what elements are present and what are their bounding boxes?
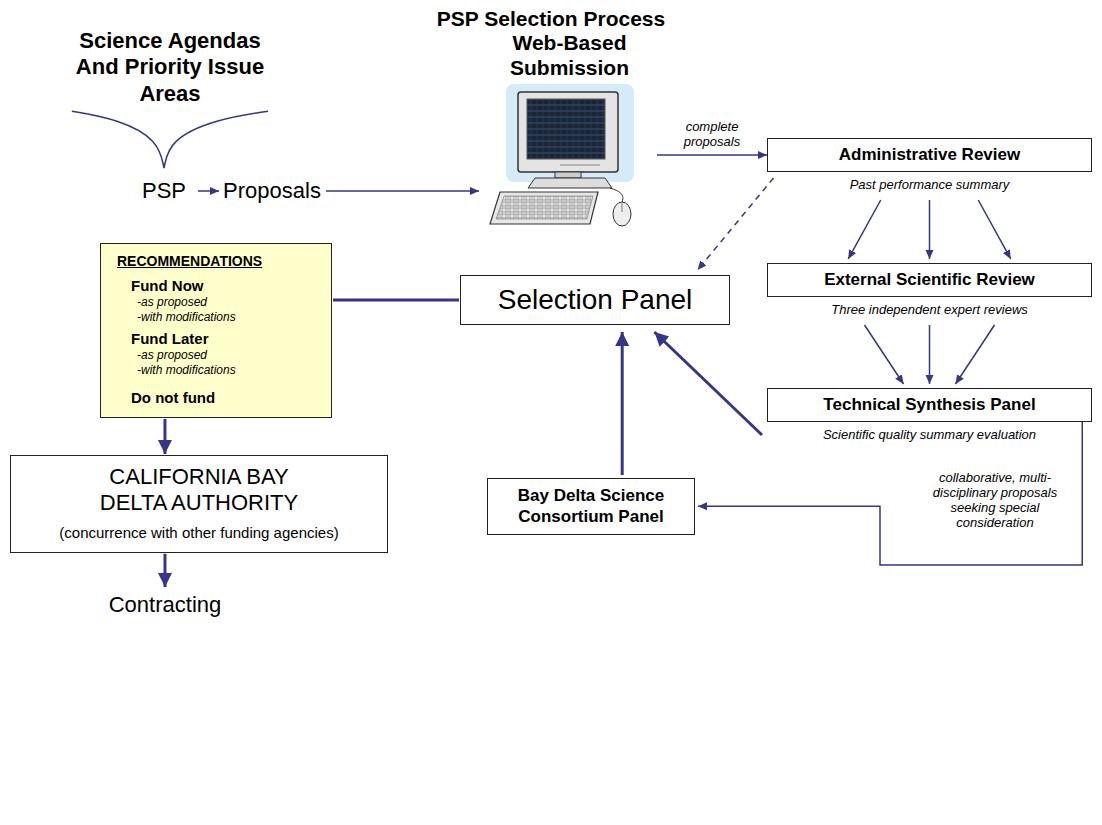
option-item: -as proposed <box>137 348 321 363</box>
option-item: -with modifications <box>137 363 321 378</box>
mouse <box>613 202 631 226</box>
box-note: (concurrence with other funding agencies… <box>19 523 379 542</box>
keyboard <box>490 192 598 224</box>
connector-arrow <box>929 200 931 259</box>
text-node: Proposals <box>222 176 322 206</box>
box-subtitle: Past performance summary <box>767 177 1092 193</box>
connector-arrow <box>163 419 166 454</box>
connector-arrow <box>654 332 762 435</box>
recommendations-box: RECOMMENDATIONSFund Now-as proposed-with… <box>100 243 332 418</box>
review-box: Administrative ReviewPast performance su… <box>767 138 1092 193</box>
node-text: Science Agendas And Priority Issue Areas <box>61 28 279 107</box>
node-text: Bay Delta Science Consortium Panel <box>509 485 674 528</box>
text-node: Contracting <box>103 590 228 620</box>
connector-arrow <box>929 325 931 384</box>
option-item: -as proposed <box>137 295 321 310</box>
box-heading: Technical Synthesis Panel <box>767 388 1092 422</box>
option-heading: Fund Now <box>131 276 321 295</box>
connector-arrow <box>163 554 166 587</box>
submission-computer: Web-Based Submission <box>482 30 657 235</box>
monitor-screen <box>527 99 605 159</box>
screen-glow <box>506 84 634 182</box>
node-text: PSP <box>134 176 194 206</box>
connector-arrow <box>198 190 219 192</box>
connector-arrow <box>621 332 624 475</box>
node-text: Selection Panel <box>461 276 729 324</box>
keyboard-keys <box>496 196 593 219</box>
node-text: Contracting <box>103 590 228 620</box>
node-text: Web-Based Submission <box>482 30 657 80</box>
connector-arrow <box>333 299 459 302</box>
text-node: PSP <box>134 176 194 206</box>
merge-bracket <box>72 111 268 168</box>
monitor-vent <box>560 165 600 166</box>
monitor-neck <box>555 172 581 178</box>
mouse-button-split <box>622 203 623 212</box>
box-heading: CALIFORNIA BAY DELTA AUTHORITY <box>84 464 314 517</box>
box-subtitle: Scientific quality summary evaluation <box>767 427 1092 443</box>
connector-arrow <box>698 422 1082 565</box>
connector-arrow <box>865 325 904 384</box>
edge-label: complete proposals <box>670 118 754 150</box>
box-heading: Administrative Review <box>767 138 1092 172</box>
mouse-cord <box>610 188 623 202</box>
node-text: Proposals <box>222 176 322 206</box>
connector-arrow <box>698 178 774 270</box>
review-box: Technical Synthesis PanelScientific qual… <box>767 388 1092 443</box>
box-subtitle: Three independent expert reviews <box>767 302 1092 318</box>
review-box: External Scientific ReviewThree independ… <box>767 263 1092 318</box>
connector-arrow <box>978 200 1011 259</box>
desktop-unit <box>528 178 612 188</box>
box-heading: External Scientific Review <box>767 263 1092 297</box>
process-box: Bay Delta Science Consortium Panel <box>487 478 695 535</box>
box-heading: RECOMMENDATIONS <box>117 252 321 270</box>
option-heading: Fund Later <box>131 329 321 348</box>
option-heading: Do not fund <box>131 388 321 407</box>
source-heading: Science Agendas And Priority Issue Areas <box>61 28 279 107</box>
process-box: Selection Panel <box>460 275 730 325</box>
connector-arrow <box>848 200 881 259</box>
edge-label: collaborative, multi-disciplinary propos… <box>931 469 1060 531</box>
connector-arrow <box>657 154 767 156</box>
authority-box: CALIFORNIA BAY DELTA AUTHORITY (concurren… <box>10 455 388 553</box>
connector-arrow <box>326 190 479 192</box>
connector-arrow <box>956 325 995 384</box>
monitor-body <box>518 92 618 172</box>
option-item: -with modifications <box>137 310 321 325</box>
